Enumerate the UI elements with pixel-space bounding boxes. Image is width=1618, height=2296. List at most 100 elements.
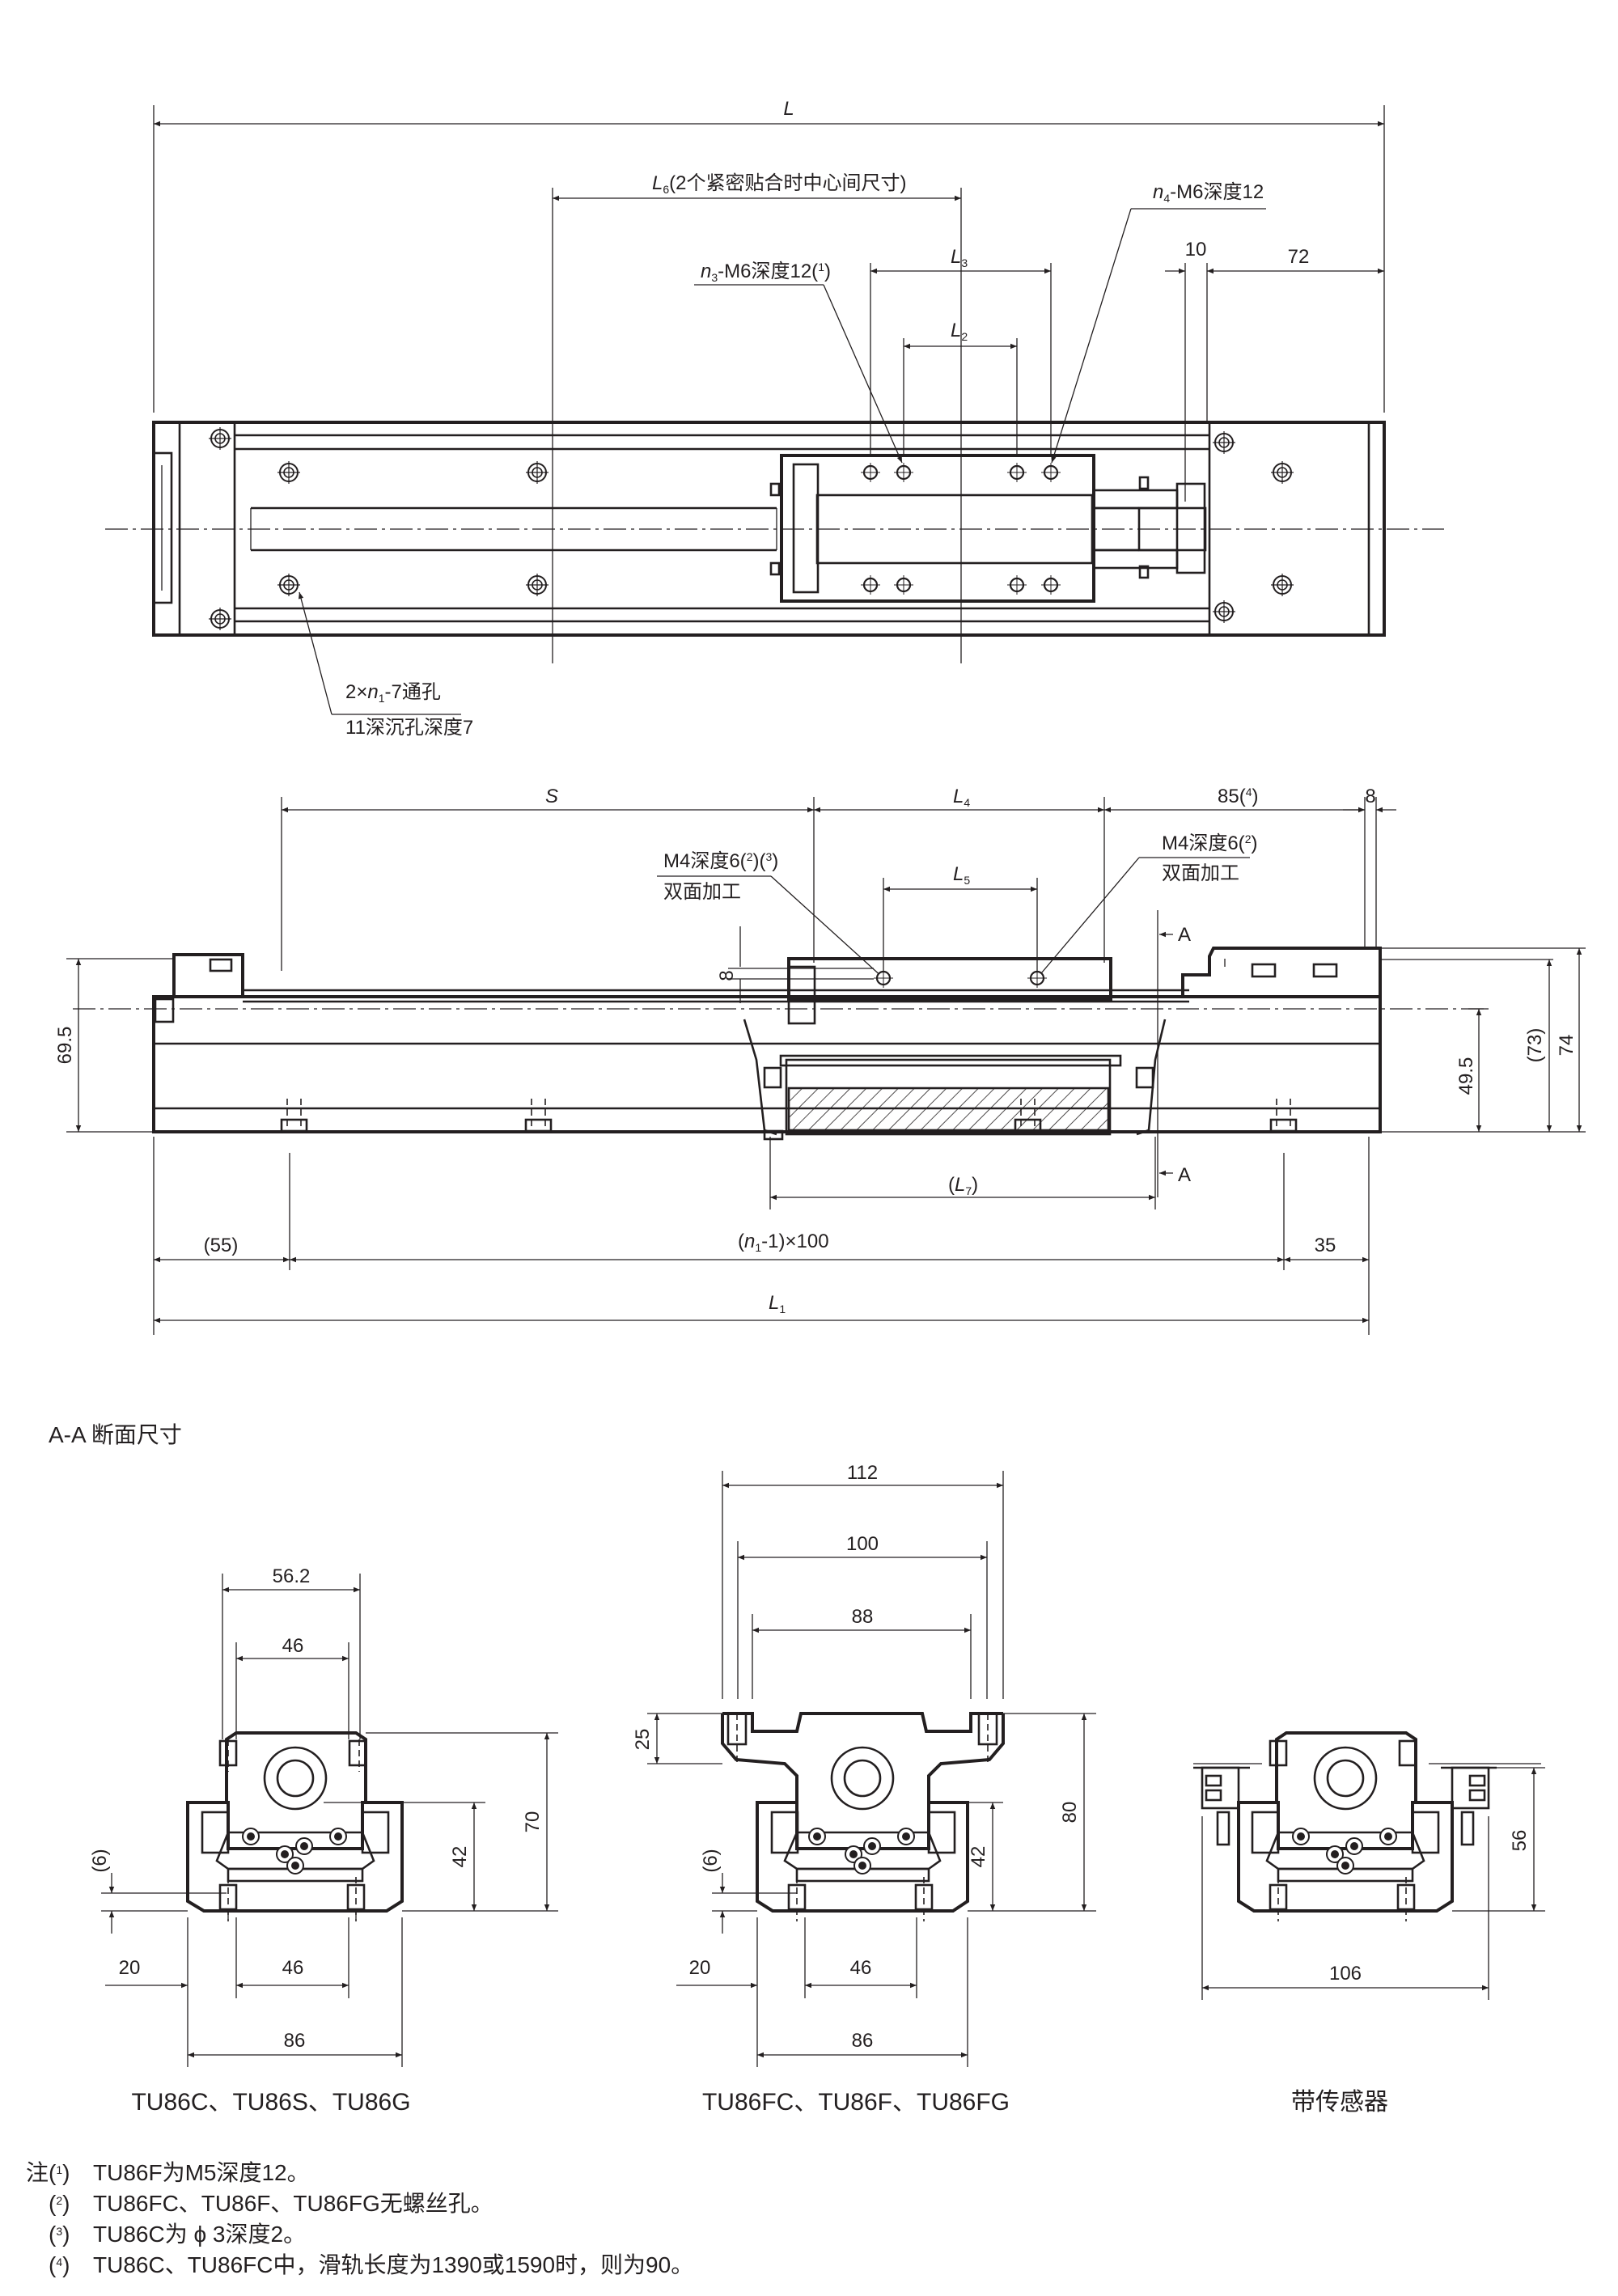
dim-L2-symbol: L [951,320,961,341]
corner-screw-icon [208,607,232,631]
section-tu86c: 56.2 46 70 [89,1565,558,2116]
m4-right-text: M4深度6( [1162,832,1245,854]
s2-h25: 25 [632,1729,654,1751]
m4-left-note3: 3 [765,850,772,863]
tapped-hole-icon [892,461,915,484]
dim-pitch-text: -1)×100 [761,1231,828,1252]
dim-L3-subscript: 3 [961,256,968,269]
s2-caption: TU86FC、TU86F、TU86FG [702,2089,1010,2116]
m4-left-line2: 双面加工 [663,881,741,903]
mount-hole-icon [1270,573,1294,597]
s2-b20: 20 [689,1957,711,1979]
s1-h2: 42 [449,1846,471,1868]
sensor-left [1193,1763,1262,1846]
s3-caption: 带传感器 [1291,2089,1388,2116]
bolt-icon [763,1129,784,1141]
bolt-icon [1014,1099,1042,1133]
dim-L3-label: L3 [951,246,968,269]
s1-b86: 86 [284,2030,306,2052]
note-2-num: (2) [49,2191,70,2216]
dim-L2-subscript: 2 [961,330,968,343]
dim-85: 85( [1218,786,1246,807]
dim-73: (73) [1524,1028,1546,1063]
s1-h1: 70 [522,1811,544,1833]
n3-symbol: n [701,261,711,282]
dim-10: 10 [1185,239,1207,261]
bolt-head-icon [1379,1828,1397,1845]
bore-icon [830,1746,895,1811]
bolt-head-icon [1345,1837,1363,1855]
mount-hole-icon [525,460,549,485]
m4-right-close: ) [1251,832,1257,854]
s1-caption: TU86C、TU86S、TU86G [131,2089,410,2116]
bolt-icon [1269,1099,1298,1133]
n4-subscript: 4 [1163,192,1170,205]
n3-note: 1 [818,261,824,273]
s1-top1: 56.2 [273,1565,311,1587]
dim-L7-open: ( [948,1174,955,1196]
m4-right-line2: 双面加工 [1162,862,1239,884]
note-1-text: TU86F为M5深度12。 [93,2160,310,2185]
n3-subscript: 3 [711,271,718,284]
dim-L7-subscript: 7 [965,1184,972,1197]
dim-L1-label: L1 [769,1292,786,1315]
dim-L2-label: L2 [951,320,968,343]
dim-pitch-subscript: 1 [755,1241,761,1254]
s2-top2: 100 [846,1533,879,1555]
dim-L7-close: ) [972,1174,978,1196]
dim-L: L [783,98,794,120]
bolt-icon [524,1099,553,1133]
m4-right-line1: M4深度6(2) [1162,832,1257,854]
dim-pitch-symbol: n [744,1231,755,1252]
hole-callout-text: -7通孔 [385,681,441,703]
s3-h56: 56 [1509,1830,1531,1852]
dim-69-5: 69.5 [54,1027,76,1065]
mount-hole-icon [525,573,549,597]
s1-top2: 46 [282,1635,304,1657]
section-tu86fc: 112 100 88 [632,1462,1096,2116]
dim-L5-subscript: 5 [964,874,970,887]
note-2-text: TU86FC、TU86F、TU86FG无螺丝孔。 [93,2191,493,2216]
dim-55: (55) [204,1235,239,1256]
n3-text: -M6深度12( [718,261,818,282]
n4-text: -M6深度12 [1170,181,1264,203]
dim-L6-symbol: L [652,172,663,194]
n4-symbol: n [1153,181,1163,203]
section-with-sensor: 56 106 带传感器 [1193,1731,1545,2116]
bolt-head-icon [808,1828,826,1845]
note-3-text: TU86C为 ϕ 3深度2。 [93,2222,306,2247]
top-view: L L6(2个紧密贴合时中心间尺寸) L3 L2 10 72 n4-M6深度12 [105,98,1444,739]
dim-L7-label: (L7) [948,1174,978,1197]
note-4-text: TU86C、TU86FC中，滑轨长度为1390或1590时，则为90。 [93,2252,693,2277]
m4-left-mid: )( [752,850,765,872]
s1-left6: (6) [89,1849,111,1872]
n3-close: ) [824,261,831,282]
dim-49-5: 49.5 [1455,1057,1477,1095]
m4-left-text: M4深度6( [663,850,747,872]
note-3-num: (3) [49,2222,70,2247]
m4-right-note2: 2 [1245,832,1252,845]
notes: 注 (1) TU86F为M5深度12。 (2) TU86FC、TU86F、TU8… [26,2160,693,2277]
hole-callout-line2: 11深沉孔深度7 [345,717,473,739]
hole-callout-prefix: 2× [345,681,367,703]
dim-L1-subscript: 1 [779,1303,786,1315]
dim-pitch-label: (n1-1)×100 [738,1231,829,1254]
m4-left-line1: M4深度6(2)(3) [663,850,778,872]
dim-85-label: 85(4) [1218,786,1258,807]
bolt-head-icon [1336,1857,1354,1875]
note-prefix: 注 [26,2160,49,2185]
note-4-num: (4) [49,2252,70,2277]
m4-left-note2: 2 [747,850,753,863]
bolt-head-icon [295,1837,313,1855]
dim-L6-label: L6(2个紧密贴合时中心间尺寸) [652,172,907,196]
dim-74: 74 [1556,1035,1578,1057]
side-view: S L4 85(4) 8 M4深度6(2)(3) 双面加工 M4深度6(2) 双… [54,786,1586,1335]
bore-icon [263,1746,328,1811]
tapped-hole-icon [859,574,882,596]
dim-L1-symbol: L [769,1292,779,1314]
sensor-right [1429,1763,1541,1846]
m4-hole-icon [1026,967,1048,989]
note-1-num: (1) [49,2160,70,2185]
s1-b46: 46 [282,1957,304,1979]
